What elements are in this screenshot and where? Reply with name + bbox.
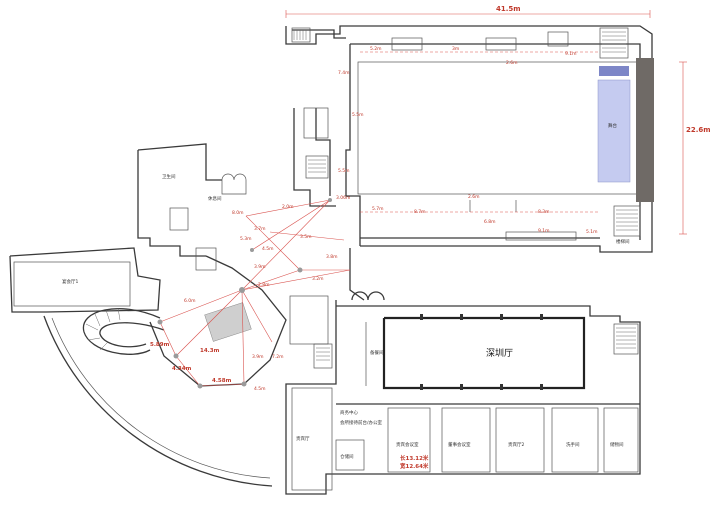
dim-fan-1: 2.0m bbox=[282, 204, 294, 210]
stage-screen bbox=[599, 66, 629, 76]
dim-fan-13: 4.58m bbox=[212, 378, 232, 384]
dim-fan-11: 5.89m bbox=[150, 342, 170, 348]
hall-left-label: 宴会厅1 bbox=[62, 278, 78, 285]
overall-depth-label: 22.6m bbox=[686, 126, 711, 134]
kitchen-label: 卫生间 bbox=[162, 173, 176, 180]
callout-line2: 宽12.64米 bbox=[399, 462, 429, 470]
dim-fan-4: 4.5m bbox=[262, 246, 274, 252]
dim-left-c: 5.5m bbox=[338, 168, 350, 174]
storage-label: 仓储间 bbox=[340, 453, 354, 460]
dim-fan-17: 8.0m bbox=[232, 210, 244, 216]
stage-label: 舞台 bbox=[608, 122, 617, 129]
room-g-label: 储物间 bbox=[610, 441, 624, 448]
dim-fan-12: 4.34m bbox=[172, 366, 192, 372]
dim-fan-7: 3.2m bbox=[312, 276, 324, 282]
dim-mid-c: 2.6m bbox=[468, 194, 480, 200]
bottom-building: 深圳厅 备餐间 贵宾厅 贵宾会议室 董事会议室 贵宾厅2 洗手间 储物间 bbox=[285, 300, 641, 495]
room-b-label: 贵宾厅 bbox=[296, 435, 310, 442]
dim-low-b: 9.1m bbox=[538, 228, 550, 234]
dim-top-b: 3m bbox=[452, 46, 459, 52]
dim-fan-14: 4.5m bbox=[254, 386, 266, 392]
room-d-label: 董事会议室 bbox=[448, 441, 471, 448]
dim-mid-d: 8.3m bbox=[538, 209, 550, 215]
stair-label: 楼梯间 bbox=[616, 238, 630, 245]
stage bbox=[597, 79, 631, 183]
room-e-label: 贵宾厅2 bbox=[508, 441, 524, 448]
dim-top-a: 5.2m bbox=[370, 46, 382, 52]
lobby-label: 商务中心 bbox=[340, 409, 358, 416]
dark-wall bbox=[636, 58, 654, 202]
dim-fan-10: 14.3m bbox=[200, 348, 220, 354]
room-f-label: 洗手间 bbox=[566, 441, 580, 448]
shenzhen-hall-label: 深圳厅 bbox=[486, 348, 513, 359]
callout-line1: 长13.12米 bbox=[400, 454, 429, 462]
dim-mid-b: 8.7m bbox=[414, 209, 426, 215]
fan-nodes bbox=[157, 198, 332, 389]
dim-fan-6: 3.9m bbox=[254, 264, 266, 270]
left-wing: 卫生间 休息间 宴会厅1 bbox=[9, 143, 350, 487]
prep-label: 备餐间 bbox=[370, 349, 384, 356]
dim-fan-19: 3.06m bbox=[336, 195, 350, 201]
dim-fan-2: 3.7m bbox=[254, 226, 266, 232]
dim-fan-3: 3.5m bbox=[300, 234, 312, 240]
dim-top-d: 9.1m bbox=[565, 51, 577, 57]
dim-low-c: 5.1m bbox=[586, 229, 598, 235]
overall-width-label: 41.5m bbox=[496, 5, 521, 13]
dim-fan-5: 3.8m bbox=[326, 254, 338, 260]
dim-fan-18: 5.3m bbox=[240, 236, 252, 242]
dim-fan-16: 7.2m bbox=[272, 354, 284, 360]
dim-fan-9: 6.0m bbox=[184, 298, 196, 304]
dim-left-b: 5.5m bbox=[352, 112, 364, 118]
dim-mid-a: 5.7m bbox=[372, 206, 384, 212]
dim-top-c: 2.6m bbox=[506, 60, 518, 66]
dim-fan-8: 2.8m bbox=[258, 282, 270, 288]
dim-left-a: 7.4m bbox=[338, 70, 350, 76]
lobby-sub-label: 会所接待前台/办公室 bbox=[340, 419, 383, 426]
connector bbox=[293, 107, 385, 301]
small-room-label: 休息间 bbox=[208, 195, 222, 202]
dim-low-a: 6.8m bbox=[484, 219, 496, 225]
center-block bbox=[204, 302, 252, 342]
room-c-label: 贵宾会议室 bbox=[396, 441, 419, 448]
top-hall: 41.5m 22.6m 舞台 bbox=[285, 5, 711, 253]
dim-fan-15: 3.9m bbox=[252, 354, 264, 360]
